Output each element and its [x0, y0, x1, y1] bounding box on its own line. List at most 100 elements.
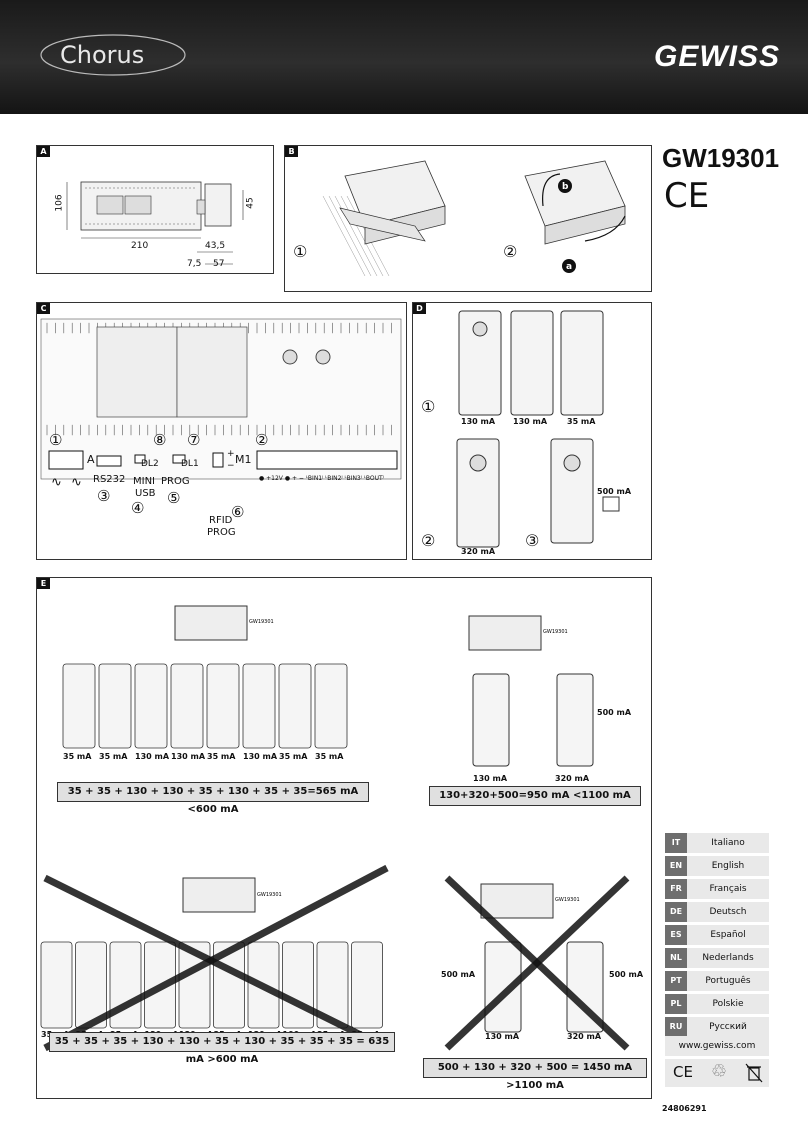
- d-num-3: ③: [525, 531, 540, 550]
- d-num-1: ①: [421, 397, 436, 416]
- dl2-label: DL2: [141, 459, 159, 469]
- mini-label: MINI: [133, 476, 156, 487]
- dim-width: 210: [131, 241, 149, 251]
- ce-mark: CE: [664, 176, 710, 216]
- unit-label-4: GW19301: [555, 897, 580, 903]
- language-row: ES Español: [665, 925, 769, 945]
- bin-icon: [745, 1063, 763, 1083]
- usb-label: USB: [135, 488, 156, 499]
- br-ma-1: 500 mA: [441, 970, 476, 979]
- tr-ma-2: 320 mA: [555, 774, 590, 783]
- unit-label-2: GW19301: [543, 629, 568, 635]
- language-code: FR: [665, 879, 687, 899]
- language-code: RU: [665, 1017, 687, 1037]
- language-row: EN English: [665, 856, 769, 876]
- arrow-b-label: b: [562, 182, 569, 192]
- dim-depth1: 43,5: [205, 241, 226, 251]
- panel-a: A 106 210 45 43,5 7,5 57: [36, 145, 274, 274]
- language-code: NL: [665, 948, 687, 968]
- page-header: Chorus GEWISS: [0, 0, 808, 114]
- panel-e-label: E: [37, 578, 50, 589]
- language-name: Polskie: [712, 999, 744, 1009]
- device-front-drawing: [40, 318, 402, 480]
- brand-text: Chorus: [60, 41, 144, 69]
- entry-panel: [134, 663, 168, 749]
- sum-top-left: 35 + 35 + 130 + 130 + 35 + 130 + 35 + 35…: [57, 782, 369, 815]
- panel-c: C ① ⑧ ⑦ ② A M1 DL2 DL1 + − ∿ ∿ RS232 MIN…: [36, 302, 407, 560]
- minus-label: −: [227, 461, 235, 471]
- entry-panel: [98, 663, 132, 749]
- dl1-label: DL1: [181, 459, 199, 469]
- panel-b: B b a ① ②: [284, 145, 652, 292]
- terminal-labels: ● +12V ● + − ᴸBIN1ᴶ ᴸBIN2ᴶ ᴸBIN3ᴶ ᴸBOUTᴶ: [259, 475, 384, 482]
- language-name: Italiano: [711, 838, 745, 848]
- language-code: DE: [665, 902, 687, 922]
- dim-depth2: 57: [213, 259, 225, 269]
- panel-current-label: 35 mA: [63, 752, 92, 761]
- mounting-drawing: b a: [322, 160, 626, 277]
- num-3: ③: [97, 487, 111, 505]
- entry-panel: [206, 663, 240, 749]
- entry-panel: [314, 663, 348, 749]
- panels-drawing: [456, 310, 620, 548]
- ce-small-icon: CE: [673, 1063, 693, 1081]
- recycle-icon: ♲: [711, 1061, 728, 1082]
- language-name: English: [711, 861, 745, 871]
- entry-panel: [62, 663, 96, 749]
- conn-m1: M1: [235, 453, 252, 466]
- panel-current-label: 35 mA: [99, 752, 128, 761]
- entry-panel: [282, 941, 314, 1029]
- step-2: ②: [503, 242, 518, 261]
- panel-current-label: 35 mA: [207, 752, 236, 761]
- panel-b-label: B: [285, 146, 298, 157]
- website: www.gewiss.com: [665, 1036, 769, 1056]
- language-name: Português: [705, 976, 751, 986]
- num-4: ④: [131, 499, 145, 517]
- rfid-label: RFID: [209, 515, 233, 526]
- plus-label: +: [227, 449, 235, 459]
- chorus-logo: Chorus: [40, 34, 186, 76]
- compliance-symbols: CE ♲: [665, 1059, 769, 1087]
- document-code: 24806291: [662, 1104, 707, 1113]
- panel-current-label: 130 mA: [171, 752, 206, 761]
- panel-current-label: 35 mA: [315, 752, 344, 761]
- dimension-drawing: [66, 181, 244, 265]
- ac-symbol-1: ∿: [51, 475, 62, 490]
- d-ma-4: 320 mA: [461, 547, 496, 556]
- num-5: ⑤: [167, 489, 181, 507]
- arrow-a-label: a: [566, 262, 572, 272]
- dim-offset: 7,5: [187, 259, 202, 269]
- panel-a-label: A: [37, 146, 50, 157]
- dim-height: 106: [54, 194, 65, 212]
- language-code: ES: [665, 925, 687, 945]
- entry-panel: [351, 941, 383, 1029]
- panel-current-label: 35 mA: [279, 752, 308, 761]
- entry-panel: [75, 941, 107, 1029]
- d-ma-5: 500 mA: [597, 487, 632, 496]
- language-row: PL Polskie: [665, 994, 769, 1014]
- panel-current-label: 130 mA: [135, 752, 170, 761]
- sum-bottom-left: 35 + 35 + 35 + 130 + 130 + 35 + 130 + 35…: [49, 1032, 395, 1065]
- language-name: Русский: [709, 1022, 747, 1032]
- tr-ma-1: 130 mA: [473, 774, 508, 783]
- language-code: PL: [665, 994, 687, 1014]
- language-code: EN: [665, 856, 687, 876]
- dim-front: 45: [245, 197, 256, 209]
- entry-panel: [242, 663, 276, 749]
- num-8: ⑧: [153, 431, 167, 449]
- conn-a: A: [87, 453, 95, 466]
- panel-d-label: D: [413, 303, 426, 314]
- prog-label: PROG: [161, 476, 190, 487]
- product-model: GW19301: [662, 143, 780, 173]
- entry-panel: [40, 941, 73, 1029]
- num-7: ⑦: [187, 431, 201, 449]
- entry-panel: [278, 663, 312, 749]
- language-name: Español: [710, 930, 746, 940]
- rfid-prog-label: PROG: [207, 527, 236, 538]
